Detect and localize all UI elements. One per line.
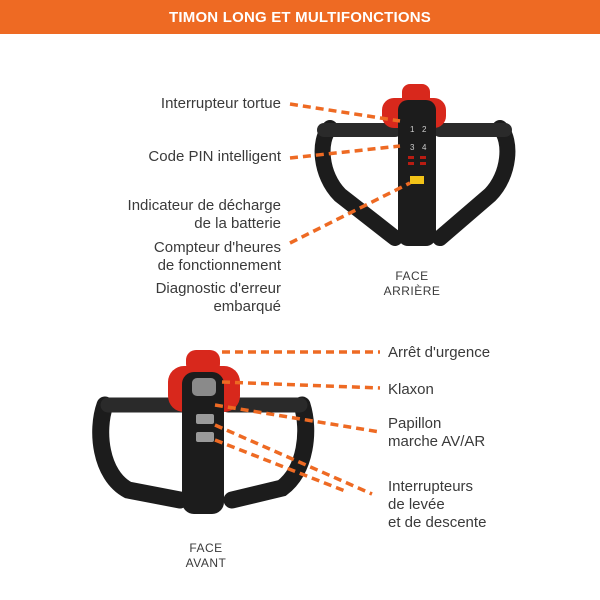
page-header: TIMON LONG ET MULTIFONCTIONS [0, 0, 600, 34]
svg-text:2: 2 [422, 125, 427, 134]
leader-lines [214, 102, 411, 496]
svg-text:3: 3 [410, 143, 415, 152]
pin-keypad: 1 2 3 4 [408, 125, 427, 165]
label-lift-switches: Interrupteurs de levée et de descente [388, 478, 487, 531]
svg-text:1: 1 [410, 125, 415, 134]
rear-tiller-handle: 1 2 3 4 [314, 84, 516, 246]
label-error-diagnostic: Diagnostic d'erreur embarqué [155, 280, 281, 315]
label-horn: Klaxon [388, 381, 434, 398]
label-pin-code: Code PIN intelligent [148, 148, 281, 165]
horn-button-illus [192, 378, 216, 396]
rear-face-caption: FACE ARRIÈRE [383, 269, 441, 298]
battery-display [410, 176, 424, 184]
label-turtle-switch: Interrupteur tortue [160, 95, 281, 112]
label-battery-indicator: Indicateur de décharge de la batterie [127, 197, 281, 232]
label-hour-meter: Compteur d'heures de fonctionnement [153, 239, 281, 274]
page-title: TIMON LONG ET MULTIFONCTIONS [169, 8, 431, 26]
front-tiller-handle [92, 350, 315, 514]
front-face-caption: FACE AVANT [185, 541, 227, 570]
label-butterfly: Papillon marche AV/AR [388, 415, 486, 450]
label-emergency-stop: Arrêt d'urgence [388, 344, 491, 361]
svg-text:4: 4 [422, 143, 427, 152]
